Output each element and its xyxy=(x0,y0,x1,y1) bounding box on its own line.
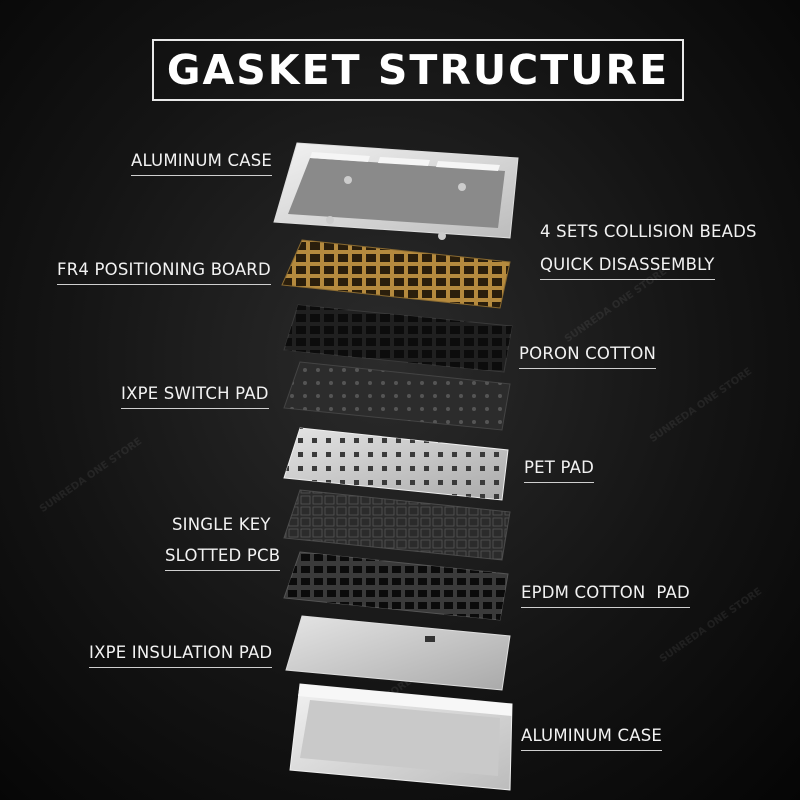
aluminum-case-top-layer xyxy=(273,142,519,240)
epdm-cotton-pad-layer xyxy=(283,551,509,621)
page-title: GASKET STRUCTURE xyxy=(166,46,670,94)
label-ixpe-insulation-pad: IXPE INSULATION PAD xyxy=(89,643,273,668)
label-single-key: SINGLE KEY xyxy=(172,515,271,534)
pet-pad-layer xyxy=(283,427,509,501)
label-aluminum-case-bottom: ALUMINUM CASE xyxy=(521,726,663,751)
label-aluminum-case-top: ALUMINUM CASE xyxy=(131,151,273,176)
label-pet-pad: PET PAD xyxy=(524,458,594,483)
label-epdm-cotton-pad: EPDM COTTON PAD xyxy=(521,583,690,608)
ixpe-insulation-pad-layer xyxy=(285,615,511,691)
title-frame: GASKET STRUCTURE xyxy=(152,39,684,101)
fr4-positioning-board-layer xyxy=(281,239,511,309)
ixpe-switch-pad-layer xyxy=(283,361,511,431)
poron-cotton-layer xyxy=(283,304,513,373)
slotted-pcb-layer xyxy=(283,489,511,561)
label-quick-disassembly: QUICK DISASSEMBLY xyxy=(540,255,715,280)
label-fr4-board: FR4 POSITIONING BOARD xyxy=(57,260,271,285)
label-collision-beads: 4 SETS COLLISION BEADS xyxy=(540,222,757,241)
label-slotted-pcb: SLOTTED PCB xyxy=(165,546,281,571)
label-ixpe-switch-pad: IXPE SWITCH PAD xyxy=(121,384,269,409)
label-poron-cotton: PORON COTTON xyxy=(519,344,657,369)
aluminum-case-bottom-layer xyxy=(289,683,513,791)
